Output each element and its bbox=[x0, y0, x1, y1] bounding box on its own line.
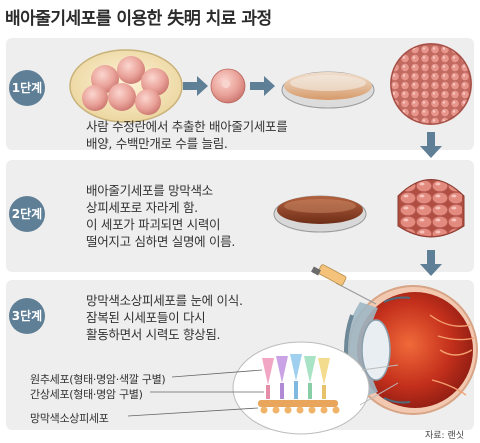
rpe-label: 망막색소상피세포 bbox=[30, 412, 109, 425]
down-arrow-icon bbox=[420, 132, 442, 158]
step-1-description: 사람 수정란에서 추출한 배아줄기세포를 배양, 수백만개로 수를 늘림. bbox=[86, 118, 288, 152]
step-3-badge: 3단계 bbox=[9, 298, 45, 334]
description-line: 잠복된 시세포들이 다시 bbox=[86, 310, 206, 325]
description-line: 배아줄기세포를 망막색소 bbox=[86, 183, 213, 198]
description-line: 상피세포로 자라게 함. bbox=[86, 200, 198, 215]
step-1-badge: 1단계 bbox=[9, 70, 45, 106]
description-line: 활동하면서 시력도 향상됨. bbox=[86, 327, 221, 342]
eye-cross-section-icon bbox=[344, 285, 478, 415]
description-line: 배양, 수백만개로 수를 늘림. bbox=[86, 136, 228, 151]
rpe-layer-icon bbox=[258, 400, 340, 414]
description-line: 떨어지고 심하면 실명에 이름. bbox=[86, 234, 236, 249]
embryo-cell-cluster-icon bbox=[69, 49, 183, 123]
cone-cell-label: 원추세포(형태·명암·색깔 구별) bbox=[30, 373, 166, 386]
rod-cell-label: 간상세포(형태·명암 구별) bbox=[30, 388, 143, 401]
diagram-title: 배아줄기세포를 이용한 失明 치료 과정 bbox=[5, 9, 272, 29]
rpe-cell-sheet-icon bbox=[397, 179, 465, 238]
arrow-icon bbox=[250, 76, 275, 96]
cell-culture-magnified-icon bbox=[390, 43, 472, 125]
description-line: 망막색소상피세포를 눈에 이식. bbox=[86, 293, 243, 308]
syringe-icon bbox=[311, 264, 377, 305]
description-line: 사람 수정란에서 추출한 배아줄기세포를 bbox=[86, 119, 288, 134]
rod-cell-icon bbox=[266, 381, 326, 399]
petri-dish-rpe-icon bbox=[273, 195, 367, 233]
petri-dish-icon bbox=[281, 71, 375, 109]
leader-lines bbox=[127, 369, 264, 417]
down-arrow-icon bbox=[420, 250, 442, 276]
step-2-panel bbox=[6, 160, 474, 272]
single-stem-cell-icon bbox=[210, 68, 246, 104]
arrow-icon bbox=[183, 76, 208, 96]
step-3-description: 망막색소상피세포를 눈에 이식. 잠복된 시세포들이 다시 활동하면서 시력도 … bbox=[86, 292, 243, 343]
step-2-badge: 2단계 bbox=[9, 196, 45, 232]
source-credit: 자료: 랜싯 bbox=[425, 431, 465, 441]
step-2-description: 배아줄기세포를 망막색소 상피세포로 자라게 함. 이 세포가 파괴되면 시력이… bbox=[86, 182, 235, 250]
description-line: 이 세포가 파괴되면 시력이 bbox=[86, 217, 221, 232]
cone-cell-icon bbox=[262, 354, 330, 385]
